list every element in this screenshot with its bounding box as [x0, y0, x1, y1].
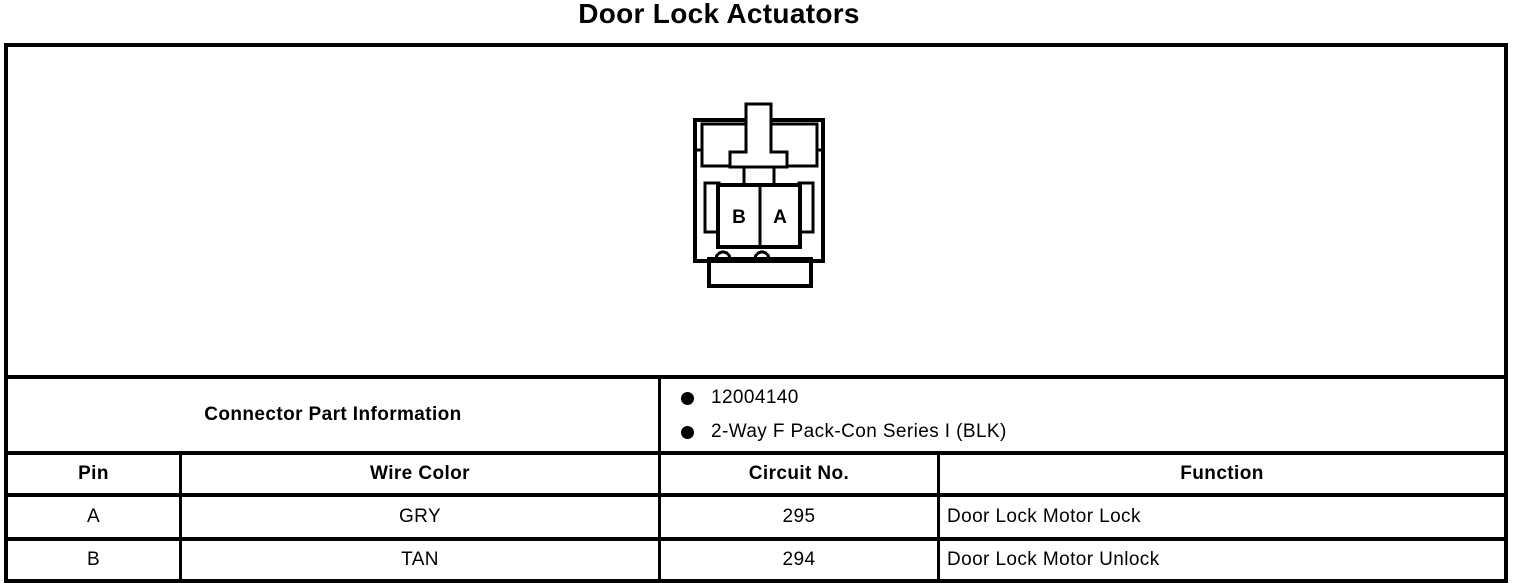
- table-divider-pin: [179, 451, 182, 583]
- table-line-below-header: [4, 493, 1508, 497]
- table-line-below-part-info: [4, 451, 1508, 455]
- part-info-item: 2-Way F Pack-Con Series I (BLK): [681, 417, 1007, 447]
- connector-type: 2-Way F Pack-Con Series I (BLK): [711, 421, 1007, 442]
- header-circuit-no: Circuit No.: [748, 463, 850, 484]
- part-info-list: 12004140 2-Way F Pack-Con Series I (BLK): [681, 383, 1007, 447]
- connector-neck: [742, 167, 776, 186]
- table-line-below-row-a: [4, 537, 1508, 541]
- row-b-wire-color: TAN: [401, 549, 439, 570]
- bullet-icon: [681, 425, 694, 439]
- row-b-pin: B: [86, 549, 101, 570]
- header-function: Function: [1180, 463, 1264, 484]
- row-a-function: Door Lock Motor Lock: [947, 506, 1141, 527]
- table-divider-function: [937, 451, 940, 583]
- header-wire-color: Wire Color: [370, 463, 470, 484]
- pin-label-a: A: [773, 207, 787, 228]
- connector-index-bumps: [714, 250, 771, 260]
- row-a-circuit-no: 295: [782, 506, 816, 527]
- connector-diagram: B A: [693, 102, 825, 288]
- header-pin: Pin: [78, 463, 109, 484]
- part-info-item: 12004140: [681, 383, 1007, 413]
- connector-lock-tab: [728, 102, 789, 169]
- part-number: 12004140: [711, 387, 799, 408]
- table-top-line: [4, 375, 1508, 379]
- bullet-icon: [681, 391, 694, 405]
- row-b-circuit-no: 294: [782, 549, 816, 570]
- diagram-frame: [4, 43, 1508, 583]
- connector-part-info-label: Connector Part Information: [204, 404, 462, 425]
- row-a-wire-color: GRY: [398, 506, 442, 527]
- table-divider-circuit: [658, 375, 661, 583]
- pin-label-b: B: [732, 207, 746, 228]
- connector-base: [707, 257, 813, 288]
- page-title: Door Lock Actuators: [578, 0, 860, 29]
- row-b-function: Door Lock Motor Unlock: [947, 549, 1160, 570]
- row-a-pin: A: [86, 506, 101, 527]
